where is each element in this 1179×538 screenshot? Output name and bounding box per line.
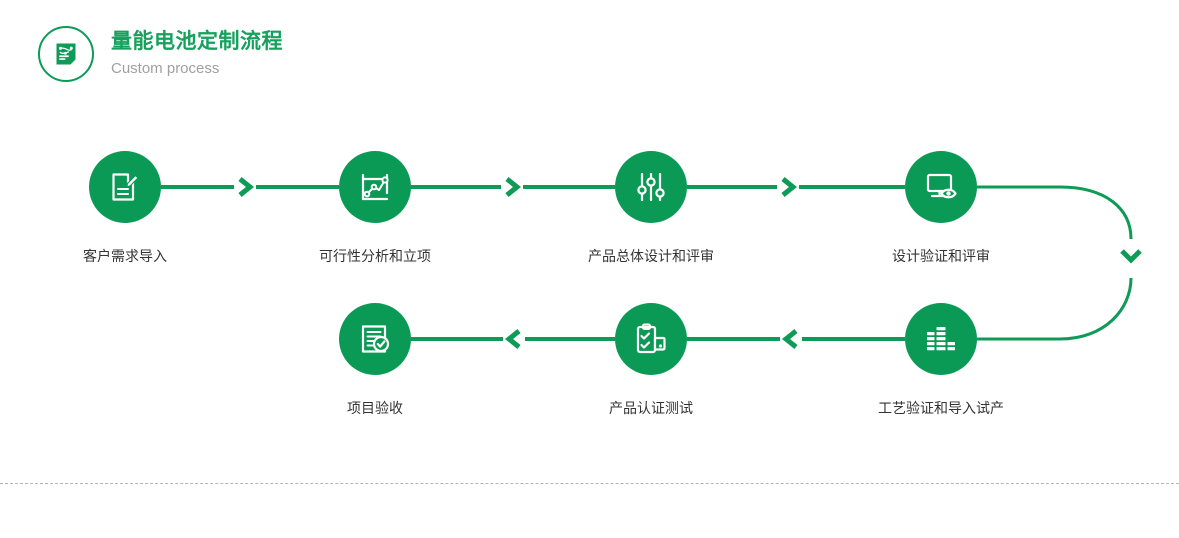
node-circle-1[interactable]: [89, 151, 161, 223]
process-document-icon: [38, 26, 94, 82]
chevron-down-4-5: [1120, 249, 1142, 264]
chevron-left-5-6: [781, 329, 798, 349]
clipboard-check-icon: [636, 323, 666, 354]
header-text-group: 量能电池定制流程 Custom process: [111, 29, 283, 79]
flow-node-design-verification-review[interactable]: 设计验证和评审: [861, 151, 1021, 265]
chevron-left-6-7: [504, 329, 521, 349]
node-circle-5[interactable]: [905, 303, 977, 375]
chevron-right-2-3: [505, 177, 522, 197]
page-subtitle: Custom process: [111, 60, 220, 77]
sliders-icon: [637, 172, 665, 202]
node-circle-4[interactable]: [905, 151, 977, 223]
flow-node-label: 客户需求导入: [83, 248, 167, 264]
chevron-right-1-2: [238, 177, 255, 197]
document-pencil-icon: [112, 173, 139, 201]
flow-node-label: 可行性分析和立项: [319, 248, 431, 264]
document-check-badge-icon: [361, 325, 390, 353]
page-title: 量能电池定制流程: [111, 30, 283, 53]
bar-chart-equalizer-icon: [927, 327, 955, 351]
node-circle-2[interactable]: [339, 151, 411, 223]
bottom-dashed-divider: [0, 483, 1179, 484]
node-circle-3[interactable]: [615, 151, 687, 223]
line-chart-icon: [361, 173, 389, 201]
flow-node-label: 产品总体设计和评审: [588, 248, 714, 264]
flow-node-label: 项目验收: [347, 400, 403, 416]
node-circle-6[interactable]: [615, 303, 687, 375]
flow-node-feasibility-analysis[interactable]: 可行性分析和立项: [295, 151, 455, 265]
flow-node-customer-requirement-import[interactable]: 客户需求导入: [45, 151, 205, 265]
flow-node-product-certification-test[interactable]: 产品认证测试: [571, 303, 731, 417]
flow-node-project-acceptance[interactable]: 项目验收: [295, 303, 455, 417]
flow-node-label: 设计验证和评审: [892, 248, 990, 264]
flow-node-label: 产品认证测试: [609, 400, 693, 416]
node-circle-7[interactable]: [339, 303, 411, 375]
flow-node-process-verification-trial-production[interactable]: 工艺验证和导入试产: [861, 303, 1021, 417]
flow-node-label: 工艺验证和导入试产: [878, 400, 1004, 416]
chevron-right-3-4: [781, 177, 798, 197]
monitor-eye-icon: [926, 173, 957, 199]
section-header: 量能电池定制流程 Custom process: [38, 26, 283, 82]
flow-node-product-design-review[interactable]: 产品总体设计和评审: [571, 151, 731, 265]
